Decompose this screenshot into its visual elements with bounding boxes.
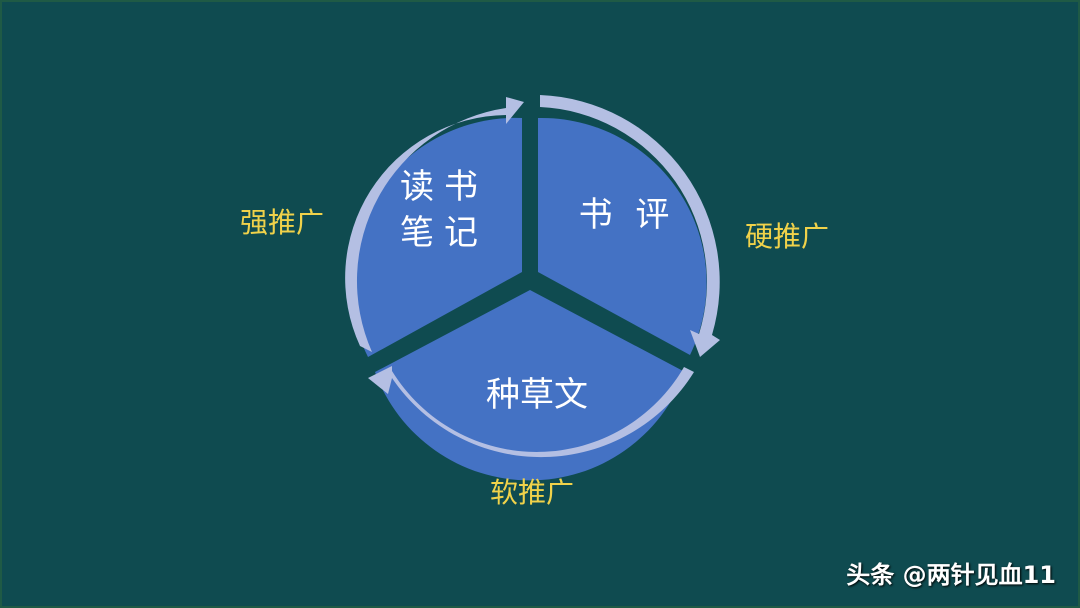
arrow-ring-right [540,95,720,357]
segment-text-line1: 书 评 [578,195,676,235]
side-label-strong-promotion: 强推广 [240,206,325,239]
segment-label-book-review: 书 评 [572,192,682,238]
segment-text-line1: 种草文 [486,375,588,415]
arrow-ring-left [345,97,524,352]
segment-label-recommendation: 种草文 [472,372,602,418]
segment-reading-notes [350,117,522,357]
segment-label-reading-notes: 读书 笔记 [394,164,494,256]
segment-text-line1: 读书 [400,167,488,207]
side-label-soft-promotion: 软推广 [490,476,575,509]
watermark: 头条 @两针见血11 [846,561,1056,589]
side-label-hard-promotion: 硬推广 [745,220,830,253]
segment-book-review [538,117,707,355]
segment-text-line2: 笔记 [400,213,488,253]
arrow-ring-bottom [368,366,694,458]
